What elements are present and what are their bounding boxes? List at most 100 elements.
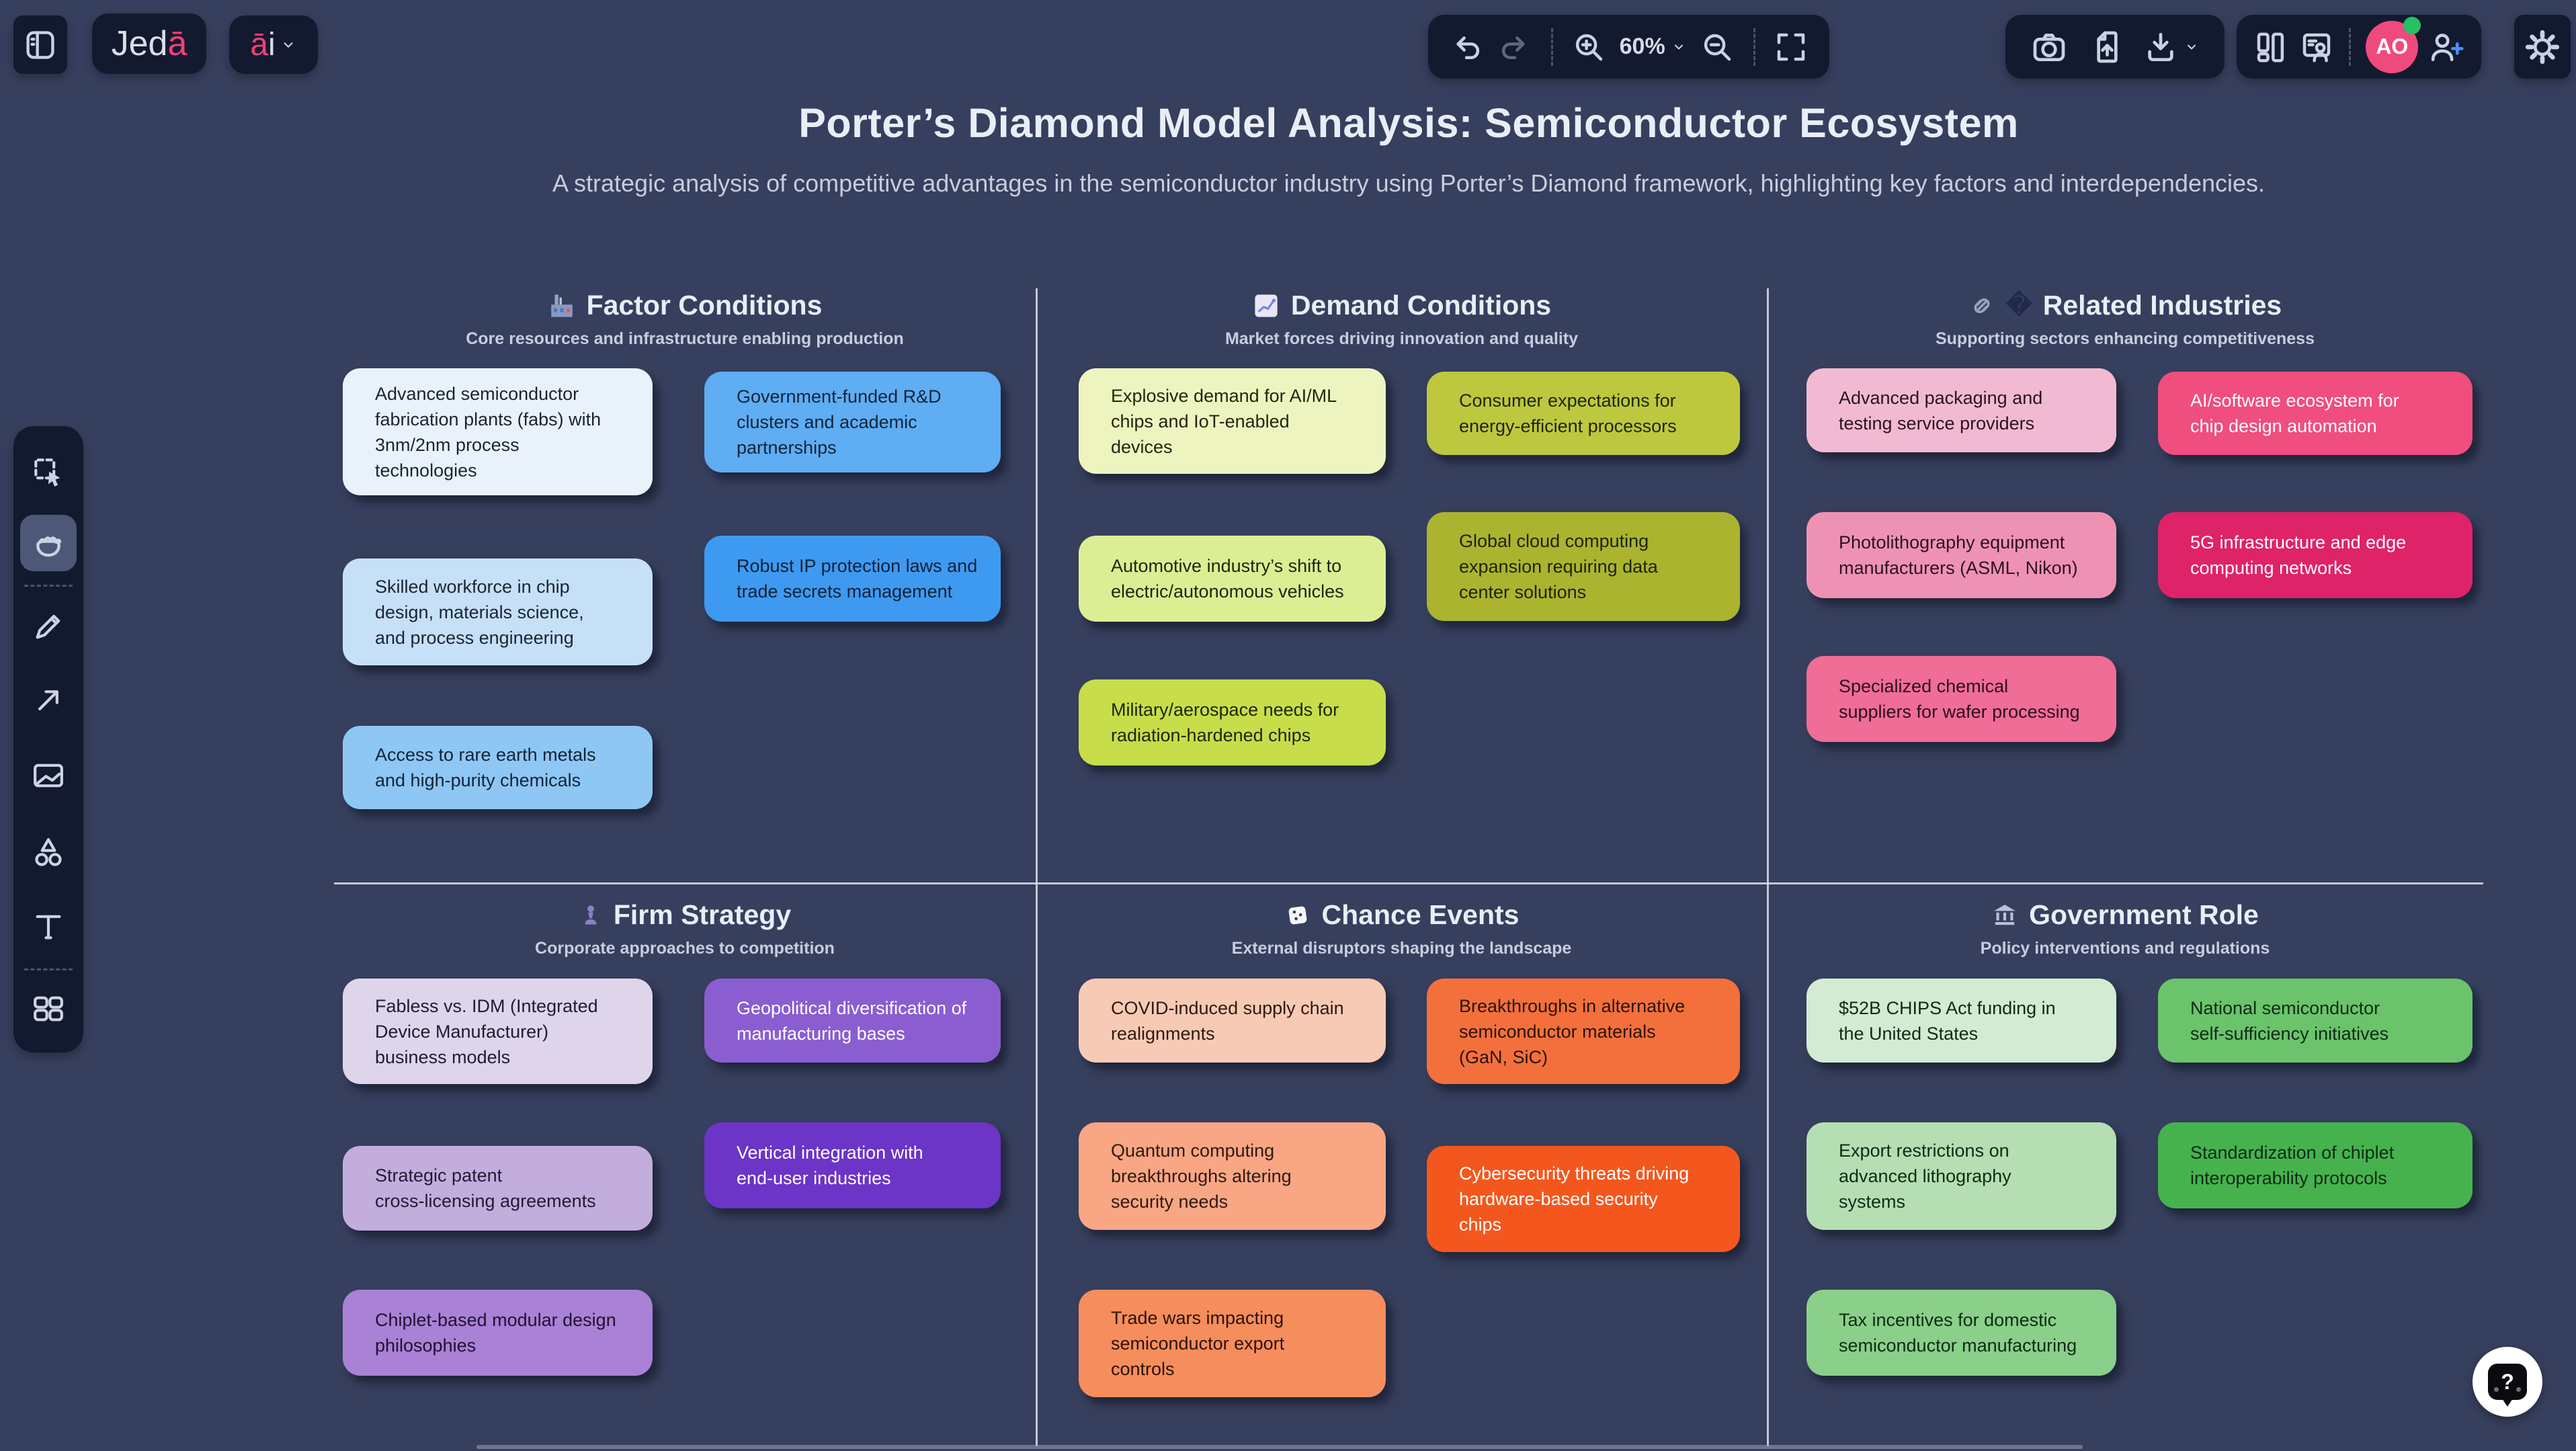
sticky-note[interactable]: Photolithography equipment manufacturers… (1806, 512, 2116, 598)
sticky-note[interactable]: Consumer expectations for energy-efficie… (1427, 372, 1740, 455)
board-layout-icon (2257, 32, 2284, 62)
replacement-character-icon: � (2005, 292, 2032, 320)
redo-button[interactable] (1497, 29, 1533, 65)
sticky-note[interactable]: Chiplet-based modular design philosophie… (343, 1290, 653, 1376)
zoom-out-icon (1704, 34, 1731, 60)
page-subtitle: A strategic analysis of competitive adva… (552, 169, 2266, 197)
ai-menu-button[interactable]: āi (229, 15, 318, 74)
horizontal-scrollbar[interactable] (476, 1445, 2083, 1449)
sticky-note[interactable]: Robust IP protection laws and trade secr… (704, 536, 1001, 622)
sticky-note[interactable]: Explosive demand for AI/ML chips and IoT… (1079, 368, 1386, 474)
sidebar-toggle-icon (26, 30, 54, 59)
undo-icon (1456, 36, 1480, 59)
page-title: Porter’s Diamond Model Analysis: Semicon… (798, 100, 2019, 146)
sticky-note[interactable]: COVID-induced supply chain realignments (1079, 979, 1386, 1063)
history-zoom-toolbar: 60% (1428, 15, 1829, 79)
sticky-note[interactable]: $52B CHIPS Act funding in the United Sta… (1806, 979, 2116, 1063)
sticky-note[interactable]: Breakthroughs in alternative semiconduct… (1427, 979, 1740, 1084)
collaboration-toolbar: AO (2237, 15, 2481, 79)
sticky-note[interactable]: AI/software ecosystem for chip design au… (2158, 372, 2473, 455)
tool-divider (24, 968, 73, 970)
section-header: Demand Conditions Market forces driving … (1224, 290, 1579, 348)
help-button[interactable]: ? (2473, 1347, 2542, 1417)
chevron-down-icon (2188, 44, 2196, 49)
sidebar-toggle-button[interactable] (13, 15, 67, 74)
section-chance-events: Chance Events External disruptors shapin… (1036, 883, 1767, 1446)
section-demand-conditions: Demand Conditions Market forces driving … (1036, 288, 1767, 882)
sticky-note[interactable]: Export restrictions on advanced lithogra… (1806, 1122, 2116, 1230)
sticky-note[interactable]: National semiconductor self-sufficiency … (2158, 979, 2473, 1063)
gear-icon (2525, 30, 2560, 64)
sticky-note[interactable]: Geopolitical diversification of manufact… (704, 979, 1001, 1063)
section-header: Government Role Policy interventions and… (1980, 899, 2270, 958)
fit-to-screen-button[interactable] (1773, 29, 1809, 65)
sticky-note[interactable]: Standardization of chiplet interoperabil… (2158, 1122, 2473, 1208)
sticky-note[interactable]: Global cloud computing expansion requiri… (1427, 512, 1740, 621)
toolbar-divider (1753, 28, 1755, 66)
share-file-button[interactable] (2086, 28, 2124, 66)
sticky-note[interactable]: Cybersecurity threats driving hardware-b… (1427, 1146, 1740, 1252)
sticky-note[interactable]: Automotive industry’s shift to electric/… (1079, 536, 1386, 622)
arrow-tool[interactable] (27, 679, 70, 722)
export-toolbar (2005, 15, 2225, 79)
chess-pawn-icon (579, 903, 603, 927)
section-header: Firm Strategy Corporate approaches to co… (535, 899, 835, 958)
logo-accent: ā (167, 24, 188, 63)
file-upload-icon (2097, 31, 2118, 63)
section-factor-conditions: Factor Conditions Core resources and inf… (334, 288, 1036, 882)
sticky-note[interactable]: Military/aerospace needs for radiation-h… (1079, 679, 1386, 765)
online-status-dot (2403, 16, 2421, 34)
screenshot-button[interactable] (2030, 28, 2068, 66)
toolbar-divider (1550, 28, 1553, 66)
zoom-level-dropdown[interactable]: 60% (1620, 34, 1687, 60)
grid-divider-horizontal (334, 882, 2483, 884)
sticky-note[interactable]: Strategic patent cross-licensing agreeme… (343, 1146, 653, 1231)
chevron-down-icon (284, 42, 293, 48)
dice-icon (1284, 902, 1311, 929)
sticky-note[interactable]: Skilled workforce in chip design, materi… (343, 558, 653, 665)
sticky-note[interactable]: Government-funded R&D clusters and acade… (704, 372, 1001, 472)
fullscreen-icon (1777, 33, 1805, 60)
sticky-note[interactable]: Vertical integration with end-user indus… (704, 1122, 1001, 1208)
sticky-note[interactable]: Advanced semiconductor fabrication plant… (343, 368, 653, 495)
camera-icon (2033, 33, 2065, 61)
grid-divider-vertical (1036, 288, 1038, 1446)
image-tool[interactable] (27, 754, 70, 797)
avatar[interactable]: AO (2366, 16, 2421, 73)
board-layout-button[interactable] (2253, 29, 2289, 65)
settings-button[interactable] (2514, 15, 2571, 79)
invite-user-button[interactable] (2427, 28, 2465, 66)
present-button[interactable] (2298, 29, 2335, 65)
section-header: � Related Industries Supporting sectors … (1935, 290, 2315, 348)
section-government-role: Government Role Policy interventions and… (1767, 883, 2483, 1446)
sticky-note[interactable]: Quantum computing breakthroughs altering… (1079, 1122, 1386, 1230)
sticky-note[interactable]: Advanced packaging and testing service p… (1806, 368, 2116, 452)
sticky-note[interactable]: Access to rare earth metals and high-pur… (343, 726, 653, 809)
link-icon (1968, 292, 1995, 319)
zoom-in-icon (1576, 34, 1603, 60)
grid-tool[interactable] (27, 987, 70, 1030)
toolbar-divider (2349, 28, 2352, 66)
zoom-in-button[interactable] (1571, 29, 1607, 65)
download-button[interactable] (2142, 28, 2200, 66)
undo-button[interactable] (1448, 29, 1485, 65)
section-header: Chance Events External disruptors shapin… (1231, 899, 1572, 958)
select-tool[interactable] (27, 451, 70, 494)
sticky-note[interactable]: Specialized chemical suppliers for wafer… (1806, 656, 2116, 742)
sticky-note[interactable]: Trade wars impacting semiconductor expor… (1079, 1290, 1386, 1397)
sticky-note[interactable]: Tax incentives for domestic semiconducto… (1806, 1290, 2116, 1376)
grid-divider-vertical (1767, 288, 1769, 1446)
chevron-down-icon (1674, 44, 1683, 49)
hand-tool[interactable] (20, 515, 77, 571)
shapes-tool[interactable] (27, 831, 70, 874)
pen-tool[interactable] (27, 605, 70, 648)
text-tool[interactable] (27, 905, 70, 948)
tool-divider (24, 585, 73, 587)
zoom-out-button[interactable] (1699, 29, 1735, 65)
redo-icon (1502, 36, 1526, 59)
sticky-note[interactable]: Fabless vs. IDM (Integrated Device Manuf… (343, 979, 653, 1084)
download-icon (2148, 32, 2173, 61)
sticky-note[interactable]: 5G infrastructure and edge computing net… (2158, 512, 2473, 598)
factory-icon (548, 292, 576, 320)
